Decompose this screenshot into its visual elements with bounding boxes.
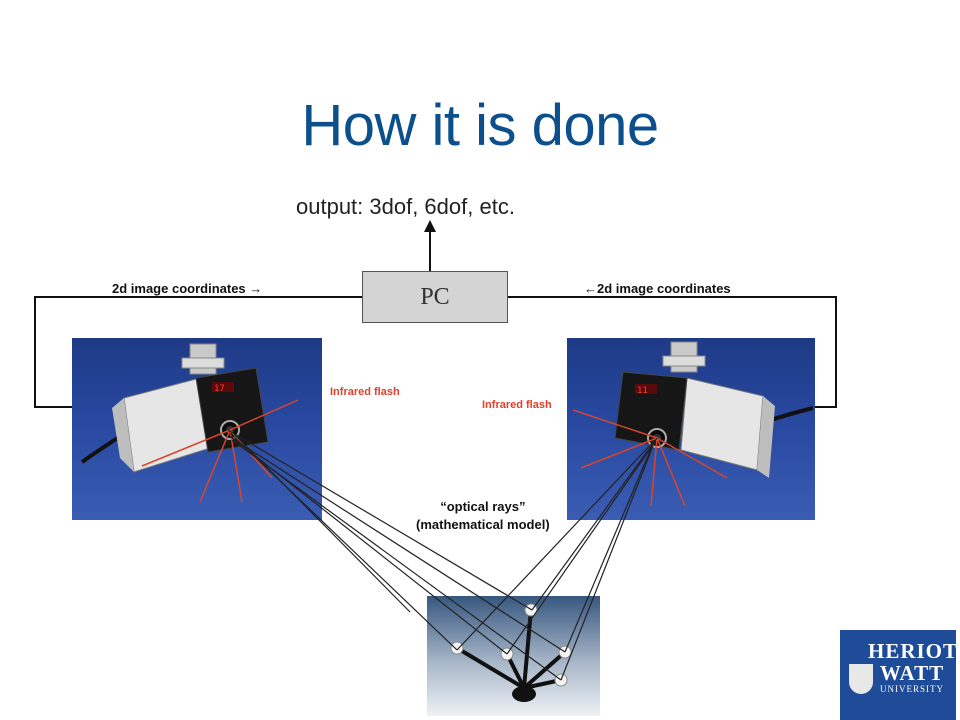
left-coordinates-label: 2d image coordinates →: [112, 281, 263, 296]
svg-text:11: 11: [637, 386, 648, 396]
left-coordinates-line: [34, 296, 362, 408]
svg-text:17: 17: [214, 384, 225, 394]
output-arrow-head: [424, 220, 436, 232]
pc-label: PC: [420, 283, 450, 310]
right-infrared-flash-label: Infrared flash: [482, 399, 552, 411]
right-camera-illustration: 11: [572, 341, 814, 507]
optical-rays-subtitle: (mathematical model): [416, 517, 550, 532]
right-coordinates-line: [508, 296, 837, 408]
optical-rays-title: “optical rays”: [440, 499, 526, 514]
left-camera-photo: 17: [72, 338, 322, 520]
logo-line-1: HERIOT: [868, 639, 959, 663]
logo-line-3: UNIVERSITY: [880, 684, 944, 694]
heriot-watt-logo: HERIOT WATT UNIVERSITY: [840, 630, 959, 720]
left-infrared-flash-label: Infrared flash: [330, 386, 400, 398]
output-label: output: 3dof, 6dof, etc.: [296, 194, 515, 219]
crest-icon: [849, 664, 873, 694]
logo-line-2: WATT: [879, 661, 945, 685]
slide-title: How it is done: [301, 93, 659, 158]
right-coordinates-label: ←2d image coordinates: [584, 281, 731, 296]
marker-target-photo: [427, 596, 600, 716]
pc-box: PC: [362, 271, 508, 323]
optical-rays-label: “optical rays” (mathematical model): [416, 498, 550, 534]
optical-rays: [227, 429, 658, 681]
left-camera-illustration: 17: [80, 343, 299, 503]
